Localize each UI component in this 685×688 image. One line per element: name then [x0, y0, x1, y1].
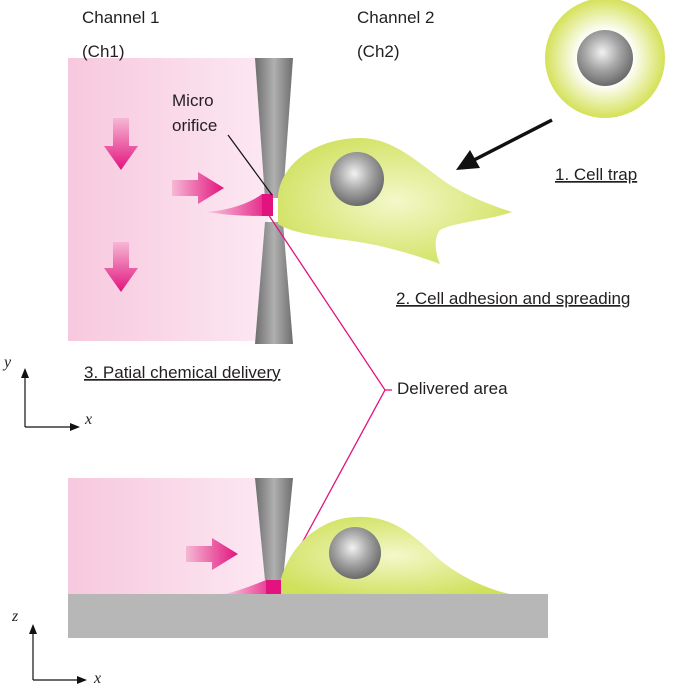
y-axis-label: y — [2, 354, 12, 371]
x-axis-label-top: x — [84, 411, 92, 428]
delivered-area-top — [207, 194, 273, 216]
channel-wall-upper — [255, 58, 293, 198]
step1-label: 1. Cell trap — [555, 165, 637, 184]
flow-arrow-right-top — [172, 172, 224, 204]
channel2-title: Channel 2 — [357, 8, 435, 27]
substrate — [68, 594, 548, 638]
delivered-area-core-bottom — [266, 580, 281, 594]
flow-arrow-down-1 — [104, 118, 138, 170]
delivered-area-label: Delivered area — [397, 379, 508, 398]
x-axis-label-bottom: x — [93, 670, 101, 687]
flow-arrow-right-bottom — [186, 538, 238, 570]
xy-axis — [21, 368, 80, 431]
channel1-abbr: (Ch1) — [82, 42, 125, 61]
spreading-cell-side — [278, 516, 510, 594]
z-axis-label: z — [11, 608, 19, 625]
channel-wall-bottom — [255, 478, 293, 580]
cell-trap-arrow — [456, 118, 553, 170]
channel-wall-lower — [255, 222, 293, 344]
step3-label: 3. Patial chemical delivery — [84, 363, 281, 382]
channel1-region-top — [68, 58, 268, 341]
delivered-area-core-top — [262, 194, 273, 216]
step2-label: 2. Cell adhesion and spreading — [396, 289, 630, 308]
delivered-area-callout — [267, 213, 392, 581]
micro-orifice-label-line1: Micro — [172, 91, 214, 110]
channel2-abbr: (Ch2) — [357, 42, 400, 61]
micro-orifice-pointer — [227, 134, 273, 196]
trapped-cell-nucleus — [577, 30, 633, 86]
flow-arrow-down-2 — [104, 242, 138, 292]
cell-nucleus-top — [330, 152, 384, 206]
micro-orifice-label-line2: orifice — [172, 116, 217, 135]
xz-axis — [29, 624, 87, 684]
channel1-title: Channel 1 — [82, 8, 160, 27]
channel1-region-bottom — [68, 478, 268, 594]
cell-nucleus-bottom — [329, 527, 381, 579]
